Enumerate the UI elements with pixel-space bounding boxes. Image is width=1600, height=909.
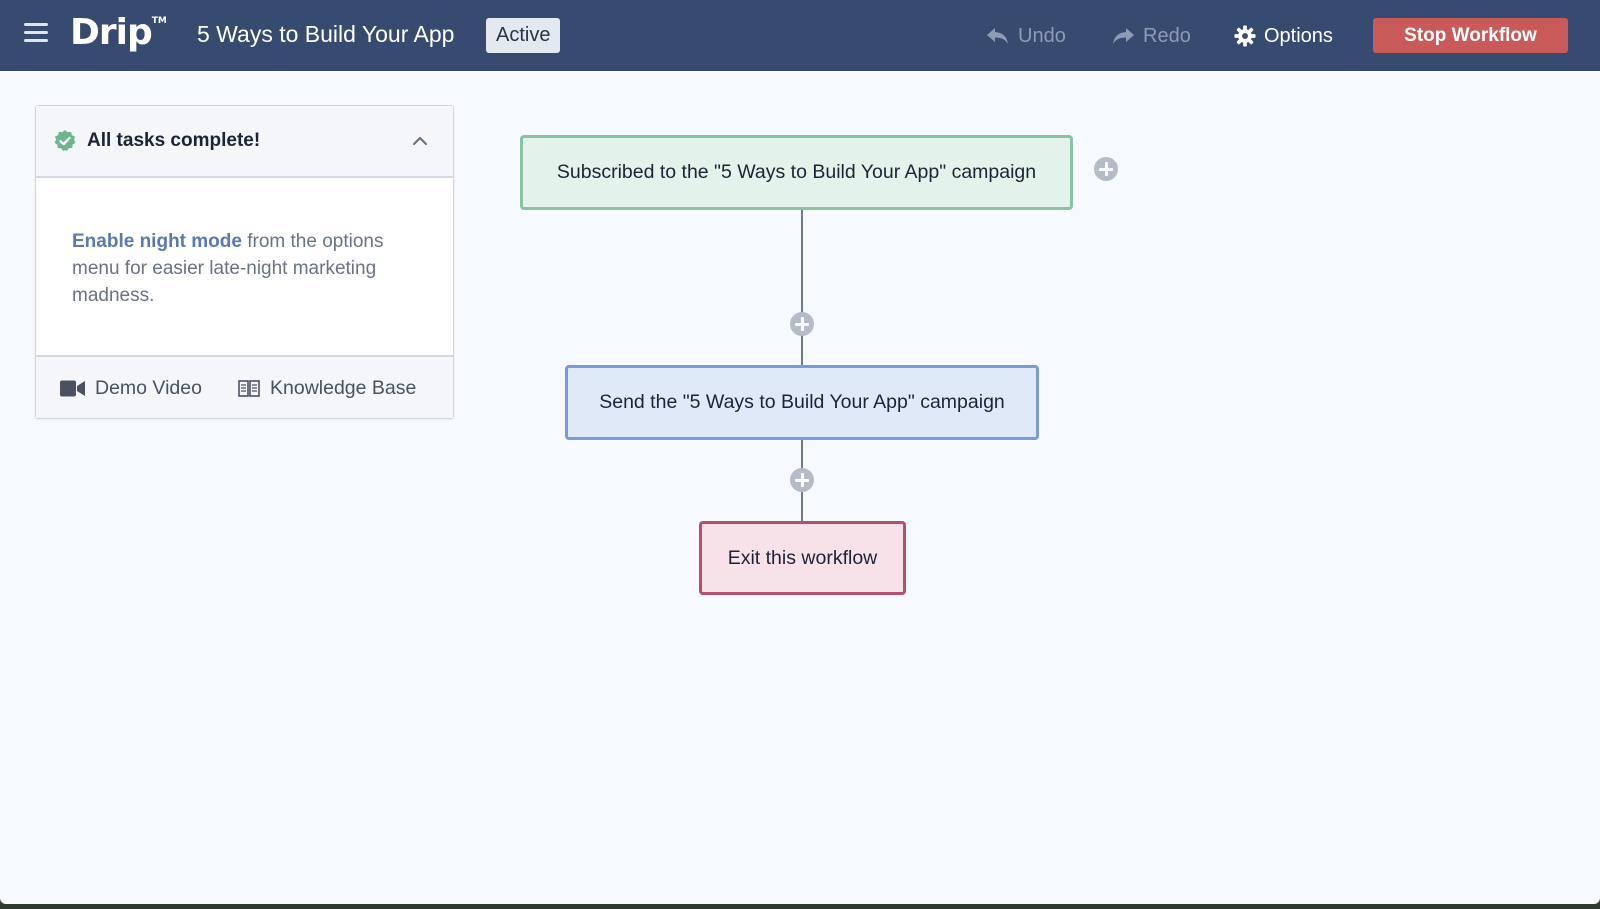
knowledge-base-label: Knowledge Base: [270, 377, 417, 399]
workflow-title[interactable]: 5 Ways to Build Your App: [197, 21, 455, 47]
send-campaign-node[interactable]: Send the "5 Ways to Build Your App" camp…: [565, 365, 1039, 440]
options-label: Options: [1264, 24, 1333, 47]
demo-video-label: Demo Video: [95, 377, 202, 399]
tasks-card-tip: Enable night mode from the options menu …: [36, 178, 453, 357]
tasks-card: All tasks complete! Enable night mode fr…: [35, 105, 454, 419]
gear-icon: [1234, 25, 1256, 47]
menu-icon[interactable]: [24, 23, 48, 45]
undo-icon: [987, 28, 1008, 44]
logo-trademark: TM: [151, 16, 167, 26]
undo-label: Undo: [1018, 24, 1066, 47]
add-step-plus-icon[interactable]: [790, 312, 814, 336]
enable-night-mode-link[interactable]: Enable night mode: [72, 231, 242, 252]
redo-button[interactable]: Redo: [1111, 21, 1191, 51]
book-icon: [238, 380, 260, 397]
demo-video-link[interactable]: Demo Video: [60, 377, 202, 400]
chevron-up-icon[interactable]: [412, 136, 428, 146]
logo-text: Drip: [70, 12, 153, 53]
redo-icon: [1113, 28, 1134, 44]
redo-label: Redo: [1143, 24, 1191, 47]
tasks-card-footer: Demo Video Knowledge Base: [36, 357, 453, 418]
trigger-node[interactable]: Subscribed to the "5 Ways to Build Your …: [520, 135, 1073, 210]
status-badge: Active: [486, 18, 561, 53]
check-badge-icon: [54, 130, 76, 151]
drip-logo[interactable]: DripTM: [70, 12, 167, 53]
tasks-card-title: All tasks complete!: [87, 130, 261, 151]
undo-button[interactable]: Undo: [986, 21, 1066, 51]
exit-workflow-node[interactable]: Exit this workflow: [699, 521, 906, 595]
options-button[interactable]: Options: [1234, 21, 1333, 51]
tasks-card-header[interactable]: All tasks complete!: [36, 106, 453, 178]
tip-text: from the options menu for easier late-ni…: [72, 231, 384, 306]
top-bar: DripTM 5 Ways to Build Your App Active U…: [0, 0, 1600, 71]
stop-workflow-button[interactable]: Stop Workflow: [1373, 18, 1568, 53]
knowledge-base-link[interactable]: Knowledge Base: [238, 377, 416, 400]
video-camera-icon: [60, 380, 85, 397]
add-step-plus-icon[interactable]: [790, 468, 814, 492]
add-trigger-plus-icon[interactable]: [1094, 157, 1118, 181]
connector-line: [801, 210, 803, 365]
